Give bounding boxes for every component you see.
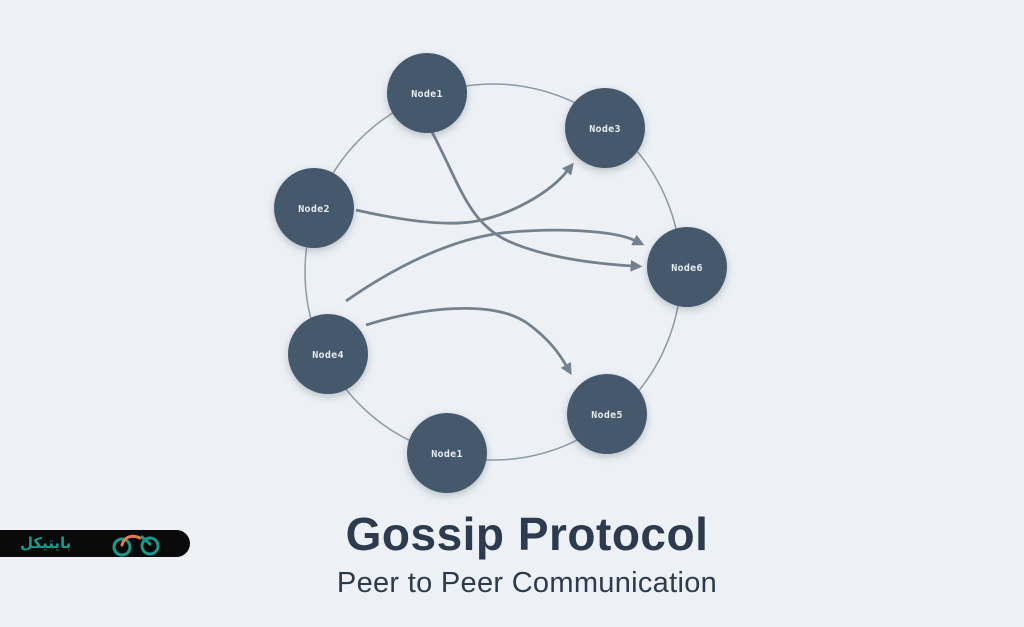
node-label: Node1: [431, 449, 463, 460]
edge-node2-to-node3-arrow: [355, 162, 574, 225]
edge-node4-to-node6-arrow: [345, 228, 645, 303]
edge-node1top-to-node6-arrow: [430, 131, 643, 272]
node-label: Node4: [312, 350, 344, 361]
diagram-title: Gossip Protocol: [345, 508, 709, 560]
node-node5: Node5: [567, 374, 647, 454]
edge-node4-to-node5-arrow: [365, 306, 572, 376]
node-circle: [274, 168, 354, 248]
diagram-subtitle: Peer to Peer Communication: [336, 567, 718, 599]
node-circle: [288, 314, 368, 394]
node-node6: Node6: [647, 227, 727, 307]
bicycle-logo-icon: [112, 534, 160, 557]
node-node2: Node2: [274, 168, 354, 248]
node-label: Node6: [671, 263, 703, 274]
title-block: Gossip Protocol Peer to Peer Communicati…: [0, 511, 1024, 600]
node-label: Node1: [411, 89, 443, 100]
node-node3: Node3: [565, 88, 645, 168]
node-circle: [387, 53, 467, 133]
node-label: Node3: [589, 124, 621, 135]
node-node4: Node4: [288, 314, 368, 394]
node-label: Node5: [591, 410, 623, 421]
node-node1-bottom: Node1: [407, 413, 487, 493]
node-circle: [567, 374, 647, 454]
node-circle: [565, 88, 645, 168]
node-label: Node2: [298, 204, 330, 215]
node-circle: [407, 413, 487, 493]
node-circle: [647, 227, 727, 307]
brand-badge: بايتيكل: [0, 530, 190, 557]
node-node1-top: Node1: [387, 53, 467, 133]
brand-name: بايتيكل: [20, 534, 72, 552]
